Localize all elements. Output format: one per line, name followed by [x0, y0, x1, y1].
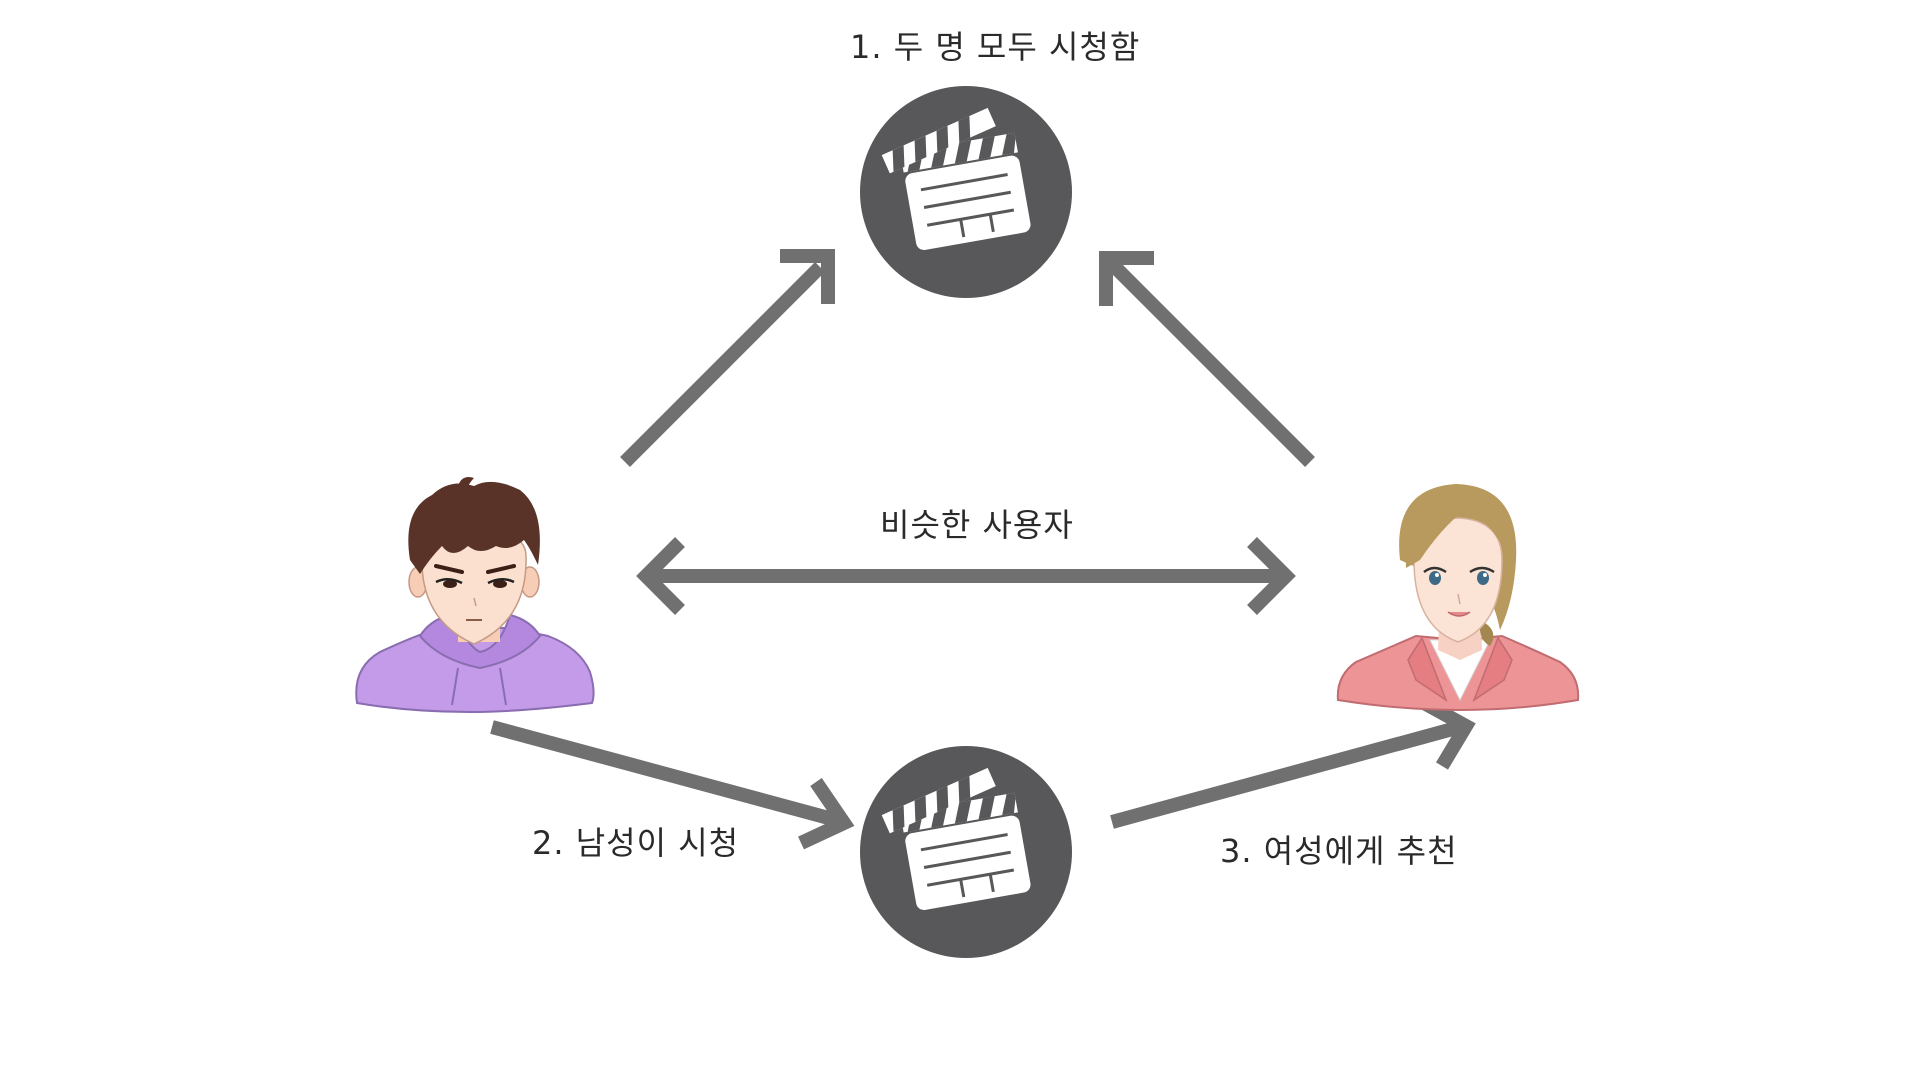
female-user-avatar [1336, 484, 1580, 712]
clapperboard-icon-top [858, 84, 1074, 300]
label-recommend-female: 3. 여성에게 추천 [1220, 832, 1458, 870]
arrow-male-to-top-film [620, 249, 835, 467]
label-male-watched: 2. 남성이 시청 [532, 824, 740, 862]
male-user-avatar [355, 477, 595, 714]
clapperboard-icon-bottom [858, 744, 1074, 960]
arrow-female-to-top-film [1099, 251, 1315, 467]
arrow-similar-users-bidirectional [636, 537, 1296, 615]
arrow-bottom-film-to-female [1110, 696, 1476, 829]
arrow-male-to-bottom-film [490, 720, 855, 850]
label-similar-users: 비슷한 사용자 [880, 506, 1074, 544]
label-both-watched: 1. 두 명 모두 시청함 [850, 28, 1141, 66]
